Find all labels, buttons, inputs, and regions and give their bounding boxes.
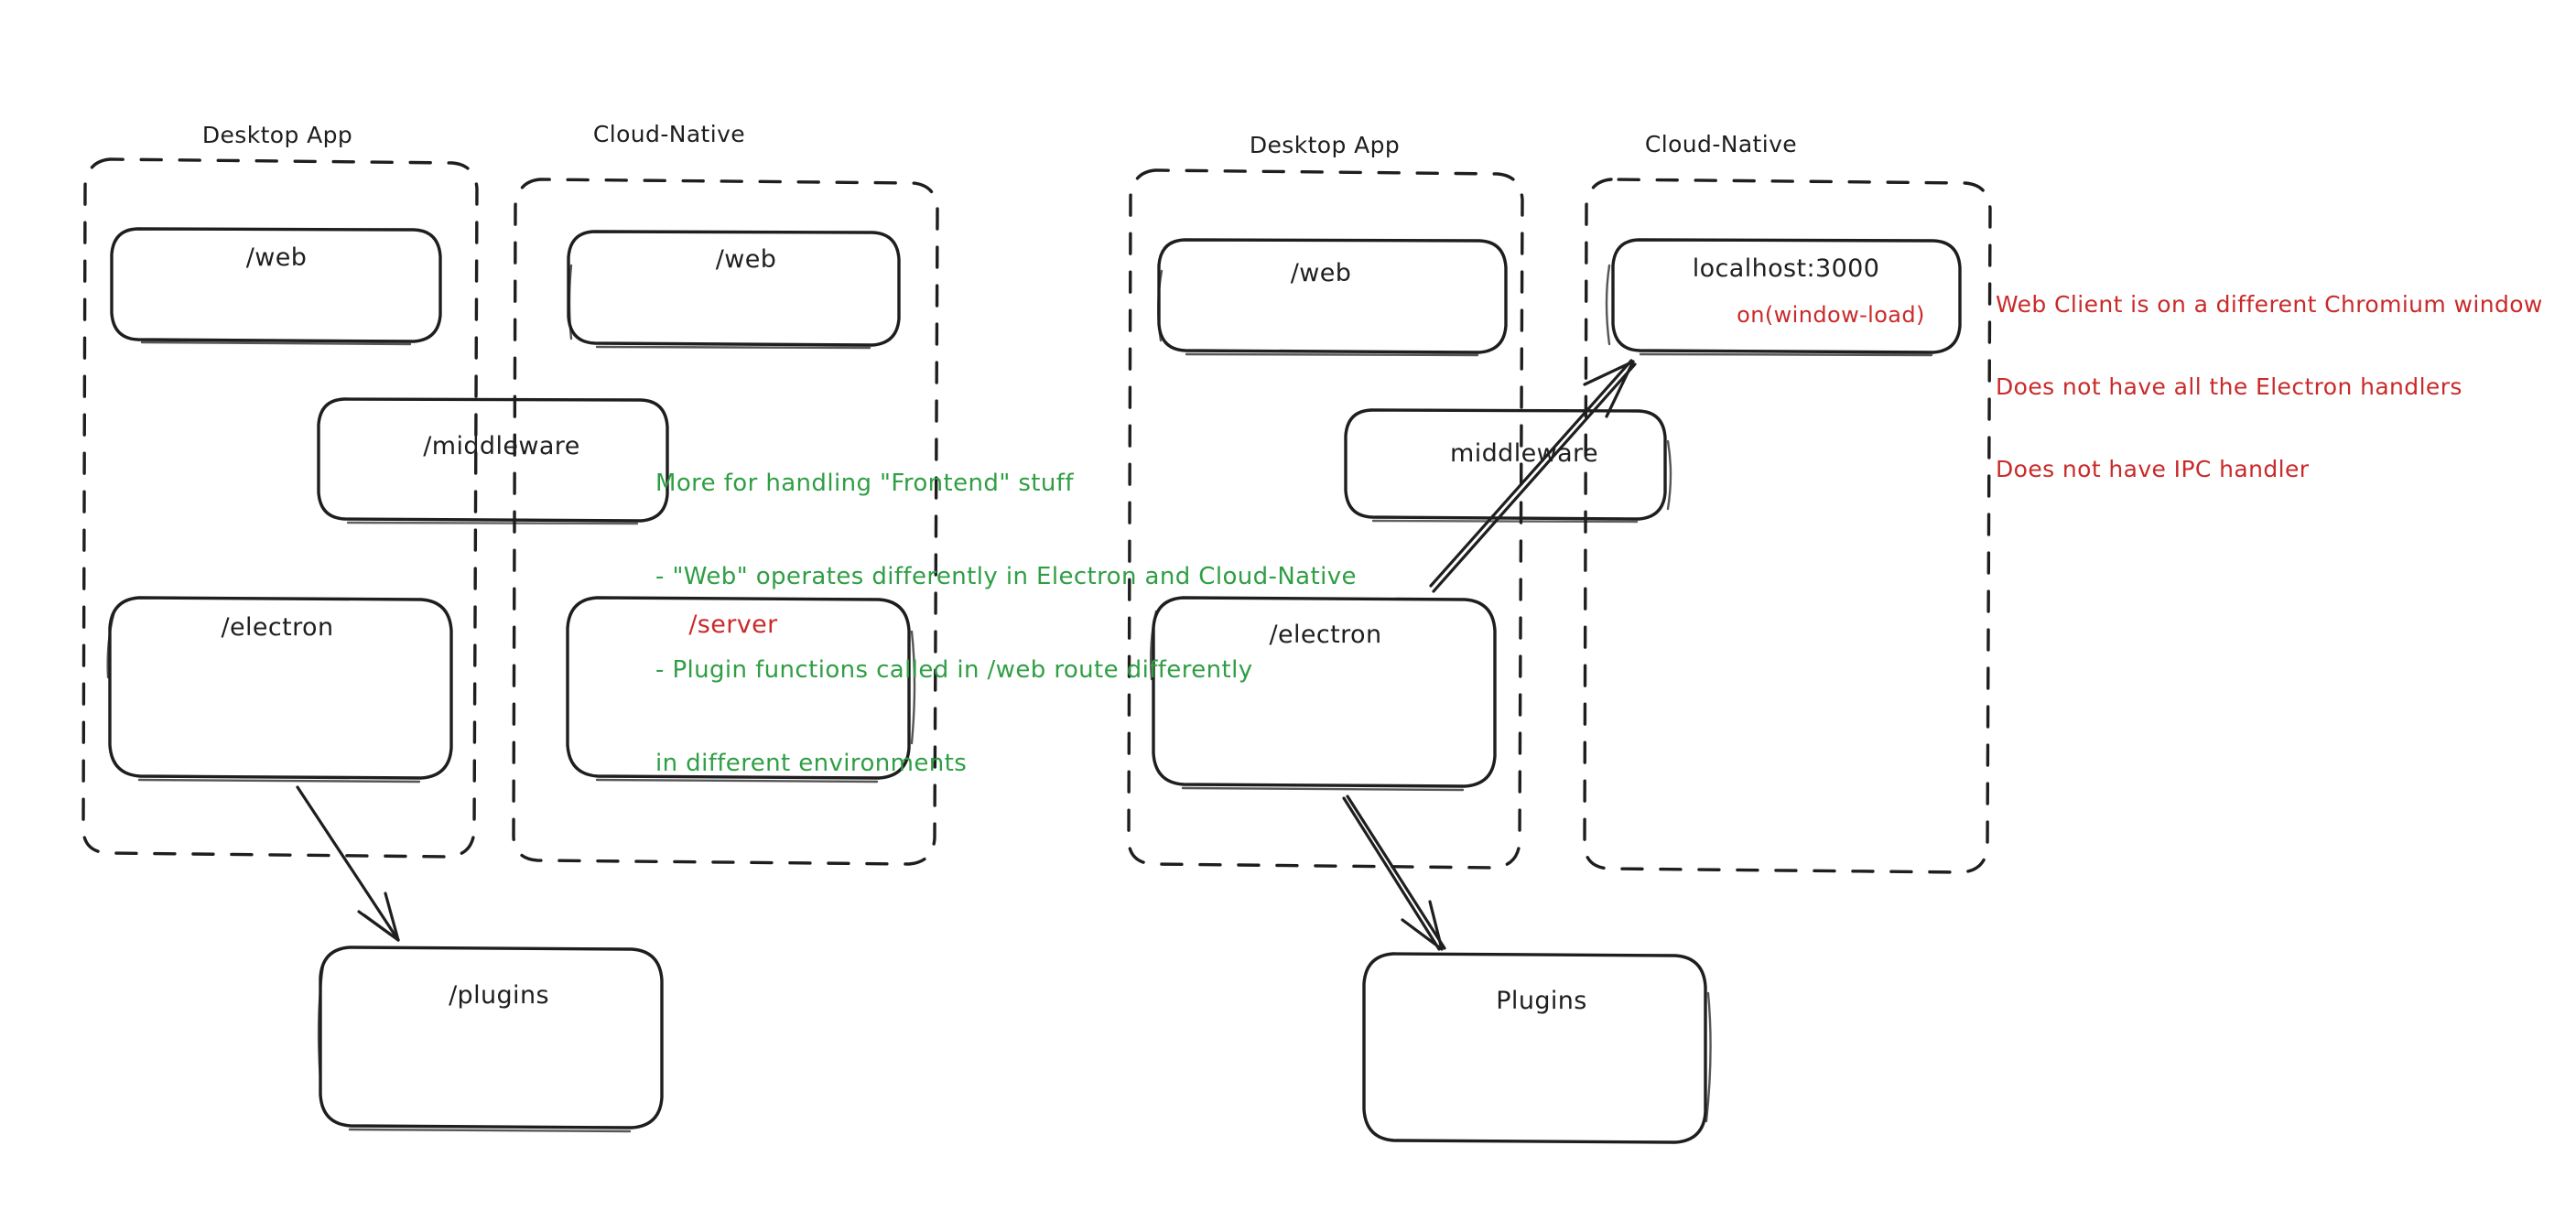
box-label-plugins-right: Plugins xyxy=(1496,987,1587,1015)
box-label-electron-left: /electron xyxy=(221,613,334,642)
arrow-electron-to-localhost xyxy=(1429,359,1637,593)
box-web-right xyxy=(1157,238,1508,357)
box-plugins-right xyxy=(1362,952,1712,1144)
annotation-green-line-1: More for handling "Frontend" stuff xyxy=(655,470,1074,497)
box-label-middleware-right: middleware xyxy=(1450,439,1598,468)
group-title-cloud-native-left: Cloud-Native xyxy=(592,121,746,147)
arrow-electron-to-plugins-right xyxy=(1342,794,1446,951)
annotation-green-note: More for handling "Frontend" stuff - "We… xyxy=(655,405,1357,841)
box-label-plugins-left: /plugins xyxy=(449,981,549,1010)
box-sublabel-on-window-load: on(window-load) xyxy=(1737,302,1925,328)
annotation-green-line-2: - "Web" operates differently in Electron… xyxy=(655,563,1357,590)
group-title-desktop-app-right: Desktop App xyxy=(1249,132,1401,158)
box-web-desktop-left xyxy=(110,227,442,346)
group-frame-cloud-native-right xyxy=(1583,178,1992,874)
box-electron-left xyxy=(106,596,453,784)
annotation-red-line-1: Web Client is on a different Chromium wi… xyxy=(1996,291,2543,318)
box-electron-right xyxy=(1150,596,1497,792)
annotation-red-line-3: Does not have IPC handler xyxy=(1996,456,2310,482)
box-middleware-right xyxy=(1344,408,1672,524)
group-title-desktop-app-left: Desktop App xyxy=(201,122,353,148)
annotation-green-line-4: in different environments xyxy=(655,750,968,777)
box-label-middleware-left: /middleware xyxy=(423,432,580,460)
group-title-cloud-native-right: Cloud-Native xyxy=(1644,131,1798,157)
arrow-electron-to-plugins-left xyxy=(296,785,400,942)
group-frame-cloud-native-left xyxy=(512,178,939,866)
annotation-red-note: Web Client is on a different Chromium wi… xyxy=(1996,236,2543,538)
box-server-left xyxy=(566,596,916,784)
annotation-red-line-2: Does not have all the Electron handlers xyxy=(1996,373,2462,400)
box-label-web-right: /web xyxy=(1290,259,1352,287)
box-plugins-left xyxy=(317,946,664,1133)
box-label-localhost-3000: localhost:3000 xyxy=(1692,254,1880,283)
box-label-web-cloud-left: /web xyxy=(715,245,777,274)
box-label-electron-right: /electron xyxy=(1269,621,1382,649)
box-label-web-desktop-left: /web xyxy=(245,243,308,272)
box-web-cloud-left xyxy=(567,230,901,350)
annotation-green-line-3: - Plugin functions called in /web route … xyxy=(655,656,1253,684)
box-localhost-3000 xyxy=(1605,238,1962,357)
box-label-server-left: /server xyxy=(688,611,778,639)
box-middleware-left xyxy=(317,397,669,525)
